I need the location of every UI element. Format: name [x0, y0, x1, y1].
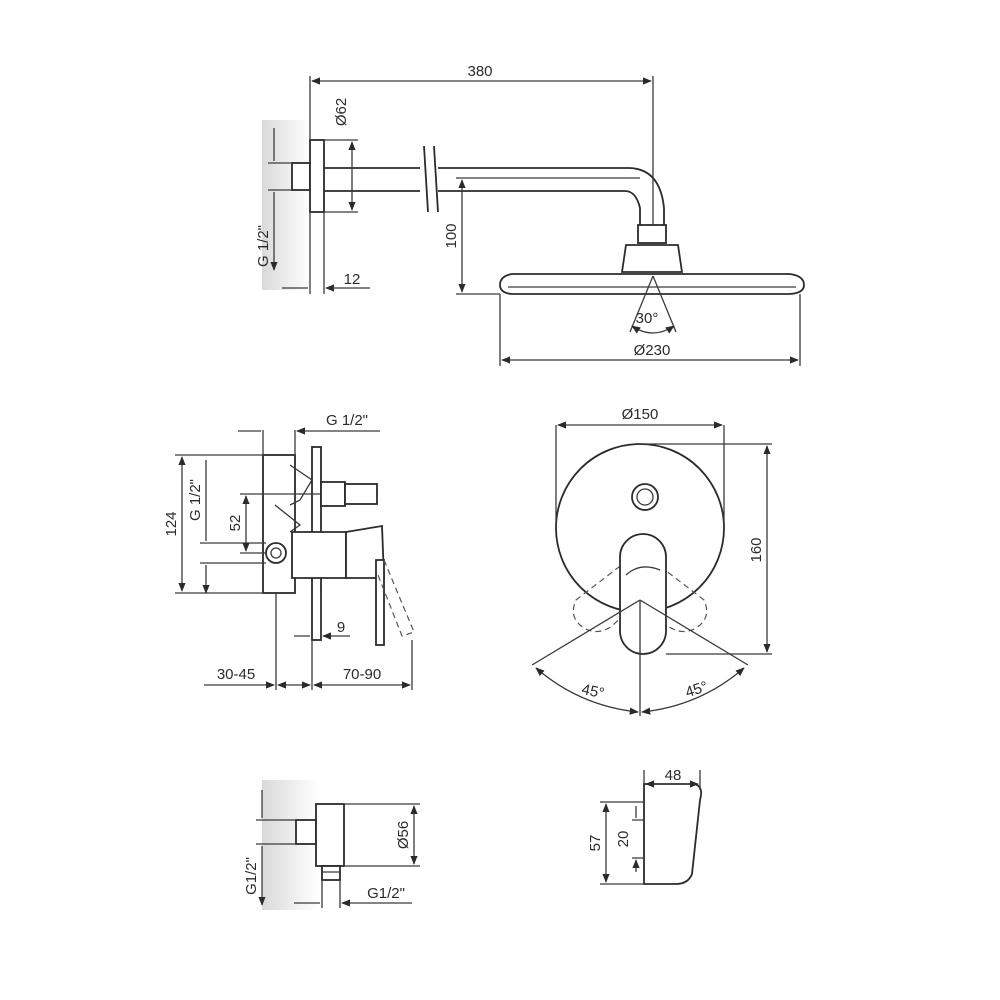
- dim-56-ext: [344, 803, 420, 867]
- dim-out-side-text: G1/2": [243, 857, 260, 895]
- lever-right-dashed: [619, 559, 708, 633]
- lever-handle: [375, 559, 385, 646]
- dim-mix-g12-text: G 1/2": [326, 412, 368, 429]
- arm-tube-near: [324, 167, 420, 192]
- dim-150-ext: [555, 425, 725, 528]
- angle-arc-left: [535, 667, 639, 715]
- dim-20-text: 20: [615, 831, 632, 848]
- cartridge: [291, 531, 347, 579]
- dim-160-text: 160: [748, 537, 765, 562]
- dim-57-ext: [600, 801, 644, 885]
- dim-12-text: 12: [344, 271, 361, 288]
- dim-124-ext: [175, 454, 263, 594]
- dim-56-text: Ø56: [395, 821, 412, 849]
- outlet-wall-shade: [262, 780, 318, 910]
- dim-230-ext: [499, 294, 801, 366]
- diverter-button: [631, 483, 659, 511]
- head-neck: [620, 244, 684, 273]
- dim-160-ext: [640, 443, 772, 655]
- angle-arc-right: [641, 667, 745, 715]
- outlet-thread-stub: [295, 819, 317, 845]
- dim-52-ext: [240, 493, 321, 554]
- mixer-front-view: Ø150 160 45° 45°: [531, 406, 772, 716]
- holder-screws: [636, 819, 644, 859]
- mixer-side-outlet-inner: [270, 547, 282, 559]
- arm-thread-stub: [291, 162, 311, 191]
- wall-flange: [309, 139, 325, 213]
- diverter-body: [320, 481, 346, 507]
- outlet-bottom-thread: [321, 865, 341, 881]
- spray-angle-lines: [629, 275, 677, 333]
- diverter-knob: [344, 483, 378, 505]
- dim-9-text: 9: [337, 619, 345, 636]
- dim-12-ext: [309, 212, 325, 294]
- dim-mix-g12-ext: [262, 430, 296, 455]
- dim-30-45-text: 30-45: [217, 666, 255, 683]
- dim-48-text: 48: [665, 767, 682, 784]
- dim-380-text: 380: [467, 63, 492, 80]
- dim-g12-text: G 1/2": [255, 225, 272, 267]
- dim-depth-ext: [275, 593, 413, 690]
- dim-mix-side-text: G 1/2": [187, 479, 204, 521]
- shower-arm-view: 380 Ø62 G 1/2" 12 100 30° Ø230: [255, 63, 805, 366]
- dim-out-bottom-ext: [321, 880, 341, 908]
- dim-100-ext: [456, 177, 640, 295]
- front-lever-ridge: [625, 566, 661, 576]
- head-connector: [637, 224, 667, 244]
- spray-angle-arc: [631, 325, 675, 334]
- lever-left-dashed: [572, 559, 661, 633]
- dim-mix-side-ext: [200, 542, 266, 564]
- dim-380-ext: [309, 76, 654, 225]
- wall-outlet-view: Ø56 G1/2" G1/2": [243, 780, 420, 910]
- dim-57-text: 57: [587, 835, 604, 852]
- arm-break-marks: [423, 145, 439, 213]
- dim-out-side-ext: [256, 819, 296, 845]
- front-lever[interactable]: [619, 533, 667, 655]
- outlet-body: [315, 803, 345, 867]
- holder-body: [643, 783, 703, 885]
- dim-230-text: Ø230: [634, 342, 671, 359]
- mixer-internal-lines: [274, 464, 313, 533]
- dim-150-text: Ø150: [622, 406, 659, 423]
- shower-head-disk: [499, 273, 805, 295]
- dim-45-left-text: 45°: [580, 681, 606, 702]
- dim-70-90-text: 70-90: [343, 666, 381, 683]
- mixer-body: [262, 454, 296, 594]
- dim-124-text: 124: [163, 511, 180, 536]
- angle-lines: [531, 599, 749, 716]
- dim-out-bottom-text: G1/2": [367, 885, 405, 902]
- lever-alt-position: [377, 559, 415, 637]
- dim-52-text: 52: [227, 515, 244, 532]
- dim-g12-ext: [268, 162, 292, 191]
- arm-tube-bend: [438, 167, 665, 225]
- dim-20-ext: [632, 819, 636, 859]
- dim-62-ext: [324, 139, 358, 213]
- dim-30-text: 30°: [636, 310, 659, 327]
- diverter-button-inner: [636, 488, 654, 506]
- mixer-side-view: G 1/2" 124 G 1/2" 52 9 30-45 70-90: [163, 412, 415, 690]
- dim-62-text: Ø62: [333, 98, 350, 126]
- mixer-side-outlet: [265, 542, 287, 564]
- dim-48-ext: [643, 770, 701, 790]
- dim-100-text: 100: [443, 223, 460, 248]
- holder-view: 48 57 20: [587, 767, 703, 885]
- dim-45-right-text: 45°: [683, 678, 710, 701]
